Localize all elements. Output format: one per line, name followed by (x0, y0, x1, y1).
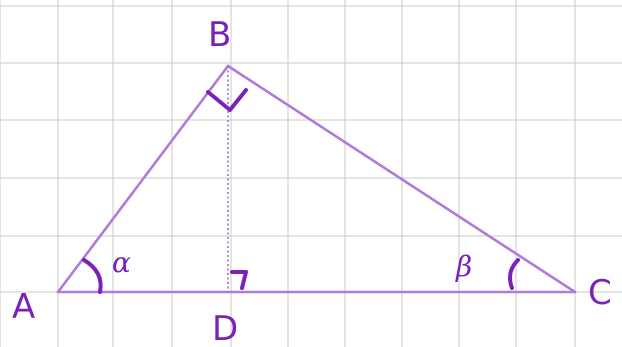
side-ab (56, 64, 230, 294)
right-angle-mark-d (230, 270, 248, 290)
vertex-label-b: B (208, 15, 231, 55)
angle-arc-alpha (82, 258, 103, 294)
angle-arc-beta (508, 258, 520, 290)
side-bc (226, 64, 577, 294)
angle-label-beta: β (455, 250, 472, 283)
angle-label-alpha: α (112, 246, 131, 279)
vertex-label-a: A (12, 287, 35, 327)
vertex-label-c: C (588, 273, 612, 313)
vertex-label-d: D (212, 309, 238, 347)
right-angle-mark-b (206, 88, 248, 112)
